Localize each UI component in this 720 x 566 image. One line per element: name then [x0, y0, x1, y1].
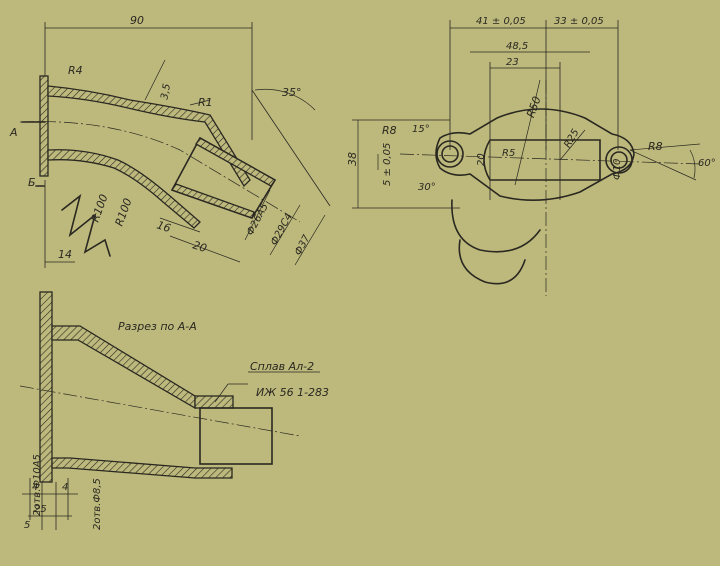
r4-label: R4 [68, 64, 83, 77]
bolt-hole-left [436, 140, 464, 168]
section-title: Разрез по А-А [118, 320, 197, 333]
pipe-upper-wall [47, 85, 251, 188]
r50-label: R50 [524, 95, 544, 120]
dia-26-label: Ф26А5 [245, 202, 271, 238]
dim-16-label: 16 [155, 218, 172, 235]
angle-arc-35 [254, 88, 316, 111]
holes-8-5-label: 2отв.Ф8,5 [92, 478, 103, 530]
flange-plan-view: 41 ± 0,05 33 ± 0,05 48,5 23 R50 R25 R5 R… [346, 16, 716, 296]
dim-41-label: 41 ± 0,05 [476, 16, 526, 27]
r50-line [514, 79, 541, 186]
r5-label: R5 [502, 148, 515, 159]
arrow-b-label: Б [28, 176, 36, 189]
arrow-a-label: A [9, 126, 18, 139]
r8-left-label: R8 [382, 124, 397, 137]
holes-10-label: 2отв.Ф10А5 [32, 454, 43, 516]
dim-4a-label: 4 [32, 482, 38, 493]
dim-14-label: 14 [58, 248, 72, 261]
dim-4b-label: 4 [62, 482, 68, 493]
dia-37-label: Ф37 [293, 233, 313, 258]
dim-25-label: 25 [34, 504, 47, 515]
pipe-below [451, 199, 541, 253]
material-label: Сплав Ал-2 [250, 360, 314, 373]
dim-33-label: 33 ± 0,05 [554, 16, 604, 27]
section-a-a: Разрез по А-А Сплав Ал-2 ИЖ 56 1-283 2от… [19, 291, 329, 531]
dim-90-label: 90 [130, 14, 144, 27]
bushing-top [194, 395, 234, 409]
dim-3-5-label: 3,5 [159, 83, 173, 101]
break-line [61, 193, 111, 257]
angle-35-label: 35° [282, 86, 302, 99]
r100-label-2: R100 [113, 196, 135, 227]
dim-23-label: 23 [506, 57, 519, 68]
dim-20-vertical-label: 20 [476, 153, 487, 166]
angle-30-label: 30° [418, 182, 436, 193]
r1-label: R1 [198, 96, 213, 109]
dim-38-label: 38 [346, 152, 359, 166]
dim-20-label: 20 [191, 238, 208, 255]
flange [39, 75, 49, 177]
dim-5b-label: 5 [24, 520, 30, 531]
bolt-hole-right [605, 146, 633, 174]
section-flange [39, 291, 53, 483]
angle-arc-60 [689, 149, 696, 179]
material-spec-label: ИЖ 56 1-283 [256, 386, 329, 399]
r8-right-label: R8 [648, 140, 663, 153]
r100-label-1: R100 [89, 192, 111, 223]
pipe-lower-wall [47, 149, 201, 229]
pipe-side-view: 90 R4 R1 3,5 35° A Б R1 [9, 14, 331, 268]
angle-60-label: 60° [698, 158, 716, 169]
angle-15-label: 15° [412, 124, 430, 135]
r25-label: R25 [562, 127, 581, 150]
dia-29-label: Ф29С4 [269, 212, 295, 248]
section-lower-wall [51, 457, 233, 479]
inner-port [483, 139, 601, 181]
bushing-body [199, 407, 273, 465]
dim-5-label: 5 ± 0,05 [382, 143, 393, 186]
dia-10-label: Ф10 [612, 159, 623, 180]
dim-48-5-label: 48,5 [506, 41, 528, 52]
flange-outline [435, 108, 635, 201]
